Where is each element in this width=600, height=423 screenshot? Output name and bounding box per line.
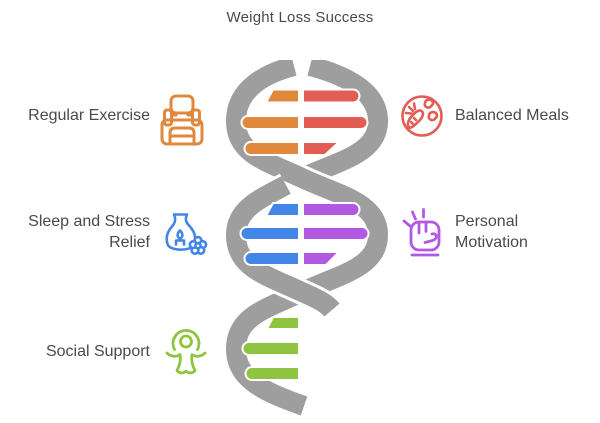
helix-rung [265, 202, 300, 217]
label-social-support: Social Support [45, 343, 150, 360]
helix-rung [302, 202, 361, 217]
helix-strand-left [222, 60, 392, 419]
child-icon [164, 326, 208, 378]
helix-section-middle [239, 202, 370, 266]
helix-rung [243, 251, 300, 266]
label-regular-exercise: Regular Exercise [28, 107, 150, 124]
raised-fist-icon [399, 206, 447, 264]
label-personal-motivation: Personal Motivation [455, 213, 528, 251]
label-sleep-stress-relief: Sleep and Stress Relief [28, 213, 150, 251]
helix-rung [243, 141, 300, 156]
helix-rung [240, 115, 300, 130]
helix-section-bottom [241, 316, 300, 381]
helix-strand-right [296, 60, 392, 190]
nutrition-icon [400, 94, 444, 138]
page-title: Weight Loss Success [226, 9, 374, 26]
helix-rung [302, 226, 370, 241]
aroma-diffuser-icon [160, 211, 208, 265]
helix-rung [302, 88, 361, 104]
backpack-icon [160, 92, 204, 148]
helix-rung [302, 251, 340, 266]
helix-rung [244, 366, 300, 381]
label-balanced-meals: Balanced Meals [455, 107, 569, 124]
helix-rung [265, 88, 300, 104]
helix-rung [239, 226, 300, 241]
helix-rung [241, 341, 300, 356]
helix-rung [302, 115, 369, 130]
helix-section-top [240, 88, 369, 156]
dna-helix-graphic [222, 60, 392, 419]
helix-rung [266, 316, 300, 330]
helix-rung [302, 141, 340, 156]
